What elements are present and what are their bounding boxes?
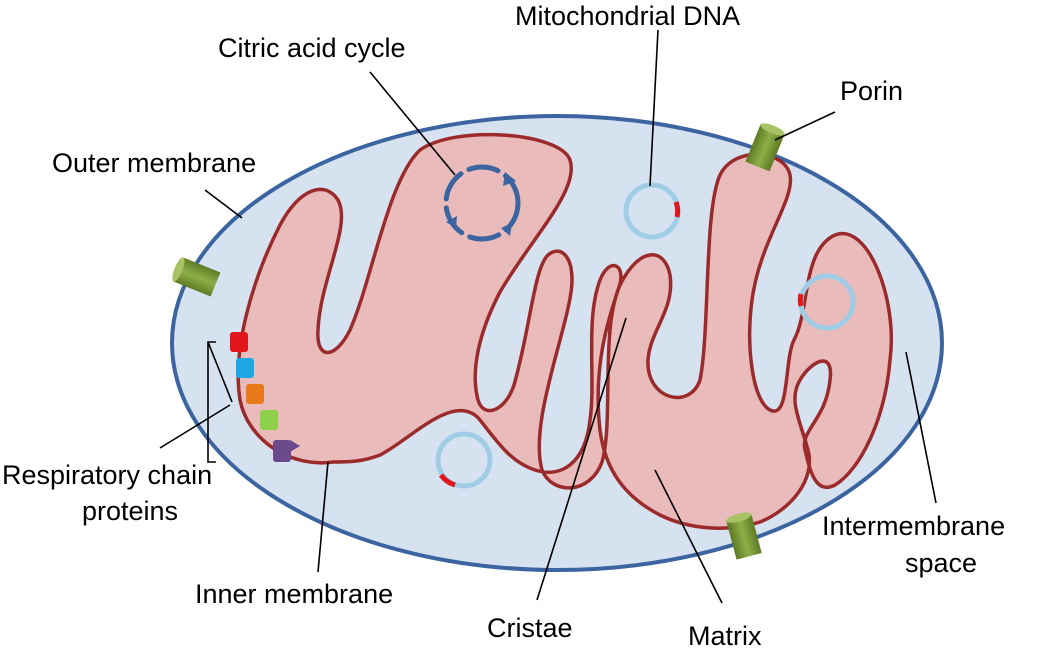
leader-intermembrane-space: [905, 351, 937, 504]
leader-mitochondrial-dna: [649, 29, 659, 187]
leader-porin: [774, 111, 836, 141]
leader-respiratory-chain: [159, 404, 231, 449]
leader-outer-membrane: [204, 189, 243, 219]
leader-inner-membrane: [317, 461, 329, 573]
label-respiratory-chain-line1: Respiratory chain: [2, 460, 212, 490]
label-matrix: Matrix: [688, 621, 762, 650]
label-mitochondrial-dna: Mitochondrial DNA: [515, 1, 740, 31]
label-citric-acid-cycle: Citric acid cycle: [218, 33, 406, 63]
porin-icon: [172, 257, 221, 297]
inner-membrane: [236, 132, 893, 530]
label-respiratory-chain-line2: proteins: [82, 496, 178, 526]
respiratory-chain: [230, 332, 300, 462]
label-porin: Porin: [840, 76, 903, 106]
label-inner-membrane: Inner membrane: [195, 579, 393, 609]
respiratory-chain-protein-icon: [260, 410, 278, 430]
respiratory-chain-protein-icon: [236, 358, 254, 378]
respiratory-chain-protein-icon: [246, 384, 264, 404]
respiratory-chain-protein-icon: [230, 332, 248, 352]
label-intermembrane-line2: space: [905, 548, 977, 578]
respiratory-chain-bracket: [207, 341, 216, 463]
porin-icon: [726, 512, 762, 560]
mitochondrial-dna-icon: [435, 431, 493, 489]
label-outer-membrane: Outer membrane: [52, 148, 256, 178]
mitochondrial-dna-icon: [623, 182, 681, 240]
porin-icon: [745, 123, 785, 172]
mitochondrial-dna-icon: [797, 273, 856, 331]
label-cristae: Cristae: [487, 613, 573, 643]
label-intermembrane-line1: Intermembrane: [822, 511, 1005, 541]
citric-acid-cycle-icon: [443, 164, 521, 242]
leader-citric-acid-cycle: [369, 71, 456, 176]
respiratory-chain-protein-icon: [273, 440, 291, 462]
leader-matrix: [654, 469, 723, 604]
leader-cristae: [536, 317, 627, 601]
